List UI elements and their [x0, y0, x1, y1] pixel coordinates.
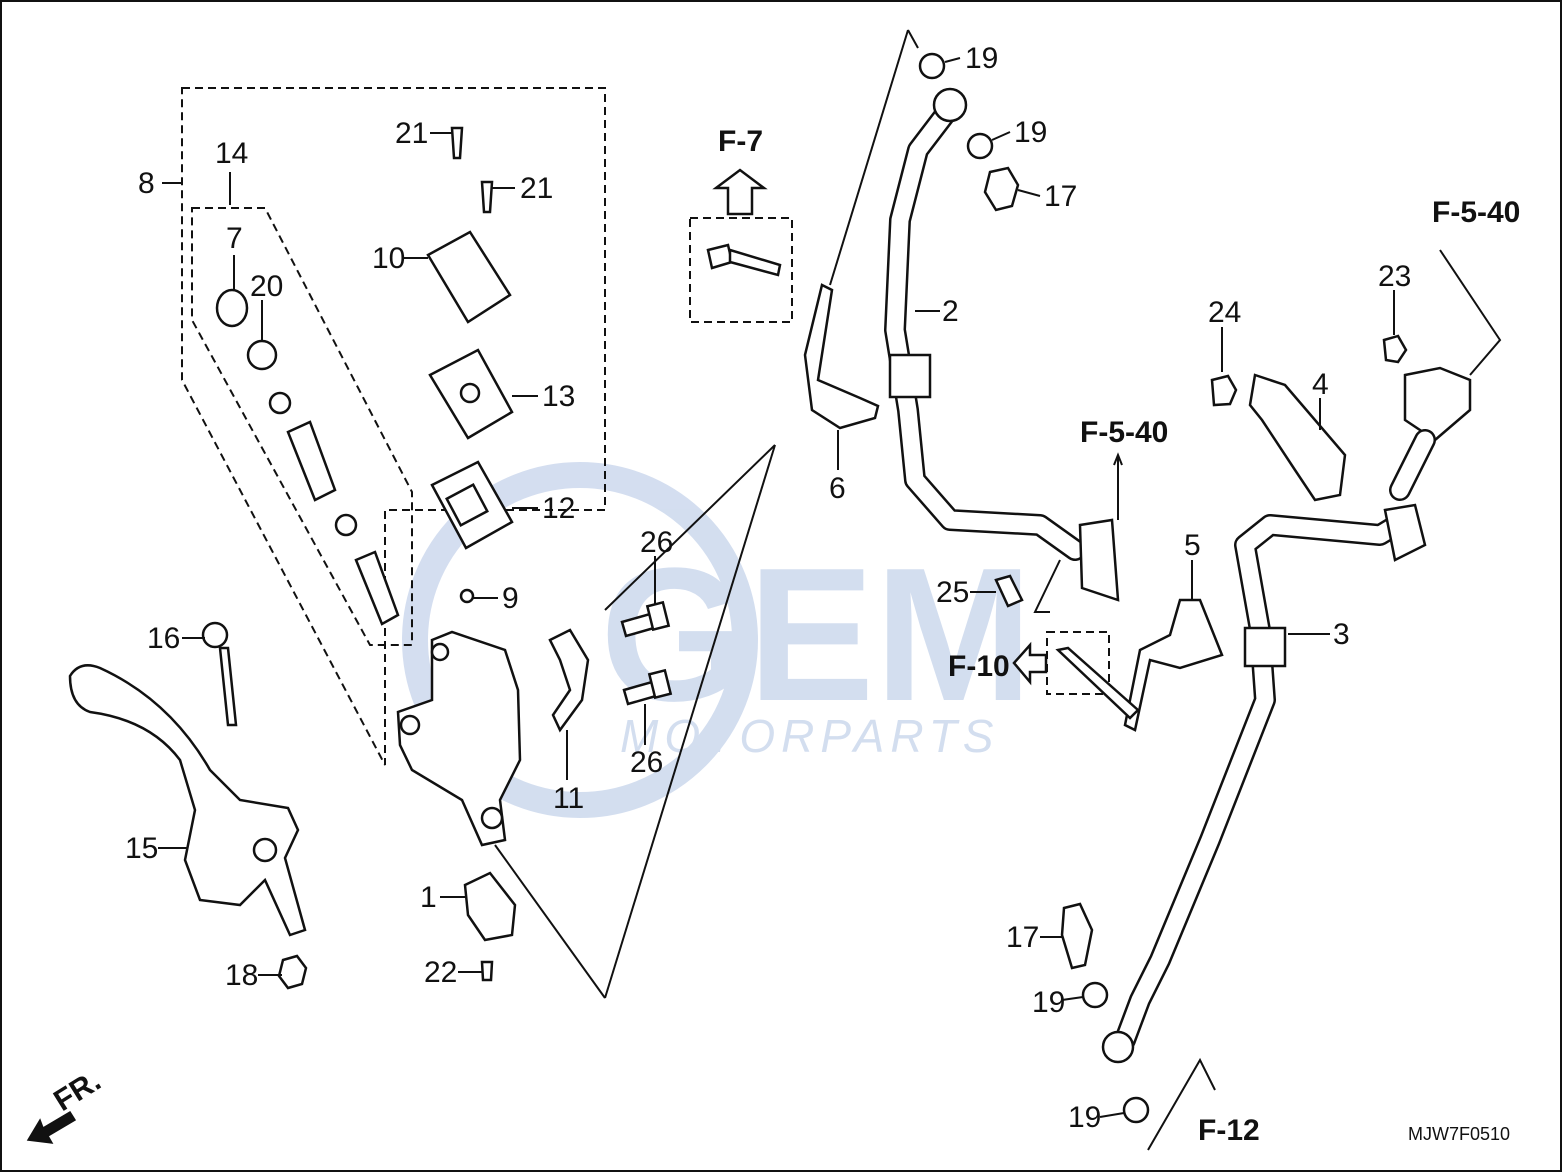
ref-f10: F-10 [948, 650, 1010, 683]
guide-line [1033, 559, 1061, 613]
callout-2: 2 [942, 295, 959, 328]
callout-19: 19 [1032, 986, 1065, 1019]
sealing-washer [918, 52, 946, 80]
watermark-sub: MOTORPARTS [620, 710, 999, 762]
front-direction-marker: FR. [26, 1064, 107, 1144]
callout-11: 11 [553, 782, 584, 815]
hose-collar [1243, 626, 1287, 668]
hose-clamp-lower [1123, 598, 1224, 732]
ref-f7: F-7 [718, 125, 763, 158]
lever-nut [277, 954, 308, 990]
callout-21: 21 [395, 117, 428, 150]
bolt [1210, 374, 1238, 407]
guide-line [604, 444, 776, 611]
cup [334, 513, 358, 537]
callout-24: 24 [1208, 296, 1241, 329]
sealing-washer [1081, 981, 1109, 1009]
piston [286, 420, 337, 502]
callout-10: 10 [372, 242, 405, 275]
hose-bracket [1078, 518, 1120, 602]
watermark: GEM MOTORPARTS [402, 462, 1033, 818]
ref-f12: F-12 [1198, 1114, 1260, 1147]
clamp-bolt [706, 243, 734, 270]
switch-screw [480, 960, 494, 982]
float-screw [459, 588, 475, 604]
three-way-joint [1403, 366, 1472, 442]
callout-7: 7 [226, 222, 243, 255]
callout-12: 12 [542, 492, 575, 525]
callout-4: 4 [1312, 368, 1329, 401]
hose-guide [1248, 373, 1347, 502]
guide-line [1147, 1057, 1216, 1151]
callout-22: 22 [424, 956, 457, 989]
callout-13: 13 [542, 380, 575, 413]
f10-arrow [1012, 641, 1048, 686]
callout-19: 19 [1014, 116, 1047, 149]
callout-14: 14 [215, 137, 248, 170]
sealing-washer [966, 132, 994, 160]
guide-line [907, 29, 919, 49]
callout-19: 19 [965, 42, 998, 75]
bolt [1382, 334, 1408, 364]
callout-18: 18 [225, 959, 258, 992]
hose-collar [888, 353, 932, 399]
callout-15: 15 [125, 832, 158, 865]
callout-26: 26 [640, 526, 673, 559]
callout-9: 9 [502, 582, 519, 615]
cap-screw [450, 126, 464, 160]
circlip [246, 339, 278, 371]
callout-1: 1 [420, 881, 437, 914]
brake-light-switch [463, 871, 517, 942]
spring [354, 550, 400, 626]
guide-line [604, 444, 776, 999]
callout-25: 25 [936, 576, 969, 609]
callout-21: 21 [520, 172, 553, 205]
hose-joint [1383, 503, 1427, 562]
assembly-outline [181, 87, 606, 766]
callout-6: 6 [829, 472, 846, 505]
callout-20: 20 [250, 270, 283, 303]
leader-lines [158, 57, 1395, 1118]
diagram-code: MJW7F0510 [1408, 1124, 1510, 1144]
lever-pivot-bolt [201, 621, 229, 649]
callout-17: 17 [1044, 180, 1077, 213]
f7-arrow [712, 168, 768, 216]
master-cylinder-holder [548, 628, 590, 733]
oil-bolt [983, 166, 1020, 212]
piston-seal [268, 391, 292, 415]
callout-8: 8 [138, 167, 155, 200]
seal-kit-outline [191, 207, 413, 646]
callout-19: 19 [1068, 1101, 1101, 1134]
sealing-washer [1122, 1096, 1150, 1124]
callout-16: 16 [147, 622, 180, 655]
bolt [994, 574, 1024, 608]
ref-f5-40: F-5-40 [1432, 196, 1520, 229]
callout-23: 23 [1378, 260, 1411, 293]
callout-17: 17 [1006, 921, 1039, 954]
hose-clamp [803, 283, 880, 430]
cap-screw [480, 180, 494, 214]
guide-line [829, 29, 909, 286]
master-cylinder-body [396, 630, 522, 847]
watermark-brand: GEM [600, 529, 1033, 741]
f10-bolt-box [1046, 631, 1110, 695]
callout-5: 5 [1184, 529, 1201, 562]
front-label: FR. [48, 1064, 106, 1118]
callout-3: 3 [1333, 618, 1350, 651]
guide-line [1439, 249, 1502, 376]
callout-26: 26 [630, 746, 663, 779]
banjo-fitting [1101, 1030, 1135, 1064]
banjo-fitting [932, 87, 968, 123]
guide-line [494, 844, 606, 999]
piston-boot [215, 288, 249, 328]
oil-bolt [1060, 902, 1094, 970]
brake-lever [68, 664, 307, 937]
reservoir-cap [426, 230, 512, 324]
ref-f5-40: F-5-40 [1080, 416, 1168, 449]
